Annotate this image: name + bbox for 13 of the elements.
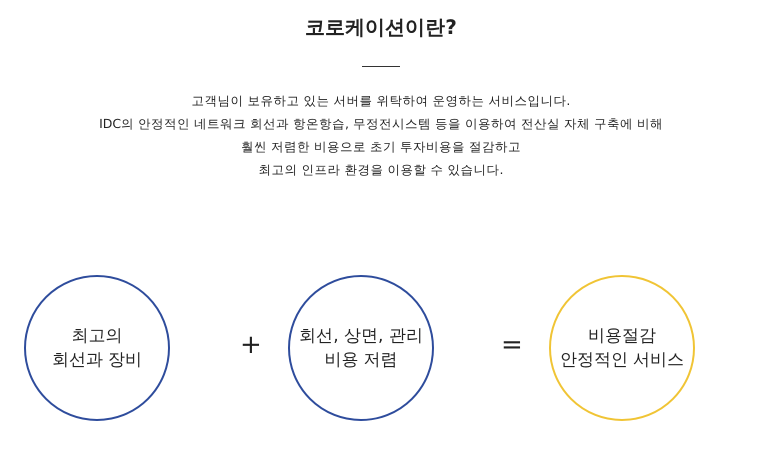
description-text: IDC의 안정적인 네트워크 회선과 항온항습, 무정전시스템 등을 이용하여 전산실 자체 구축에 비해 xyxy=(98,116,664,133)
operator-sign: = xyxy=(501,330,521,360)
circle-label: 회선, 상면, 관리 비용 저렴 xyxy=(298,325,424,372)
title: 코로케이션이란? xyxy=(304,14,458,41)
circle-node xyxy=(549,275,695,421)
circle-node xyxy=(288,275,434,421)
description-text: 훨씬 저렴한 비용으로 초기 투자비용을 절감하고 xyxy=(240,139,522,156)
description-text: 최고의 인프라 환경을 이용할 수 있습니다. xyxy=(258,162,504,179)
circle-node xyxy=(24,275,170,421)
circle-label: 최고의 회선과 장비 xyxy=(50,325,144,372)
description-text: 고객님이 보유하고 있는 서버를 위탁하여 운영하는 서비스입니다. xyxy=(190,93,572,110)
operator-sign: + xyxy=(240,330,260,360)
circle-label: 비용절감 안정적인 서비스 xyxy=(558,325,686,372)
